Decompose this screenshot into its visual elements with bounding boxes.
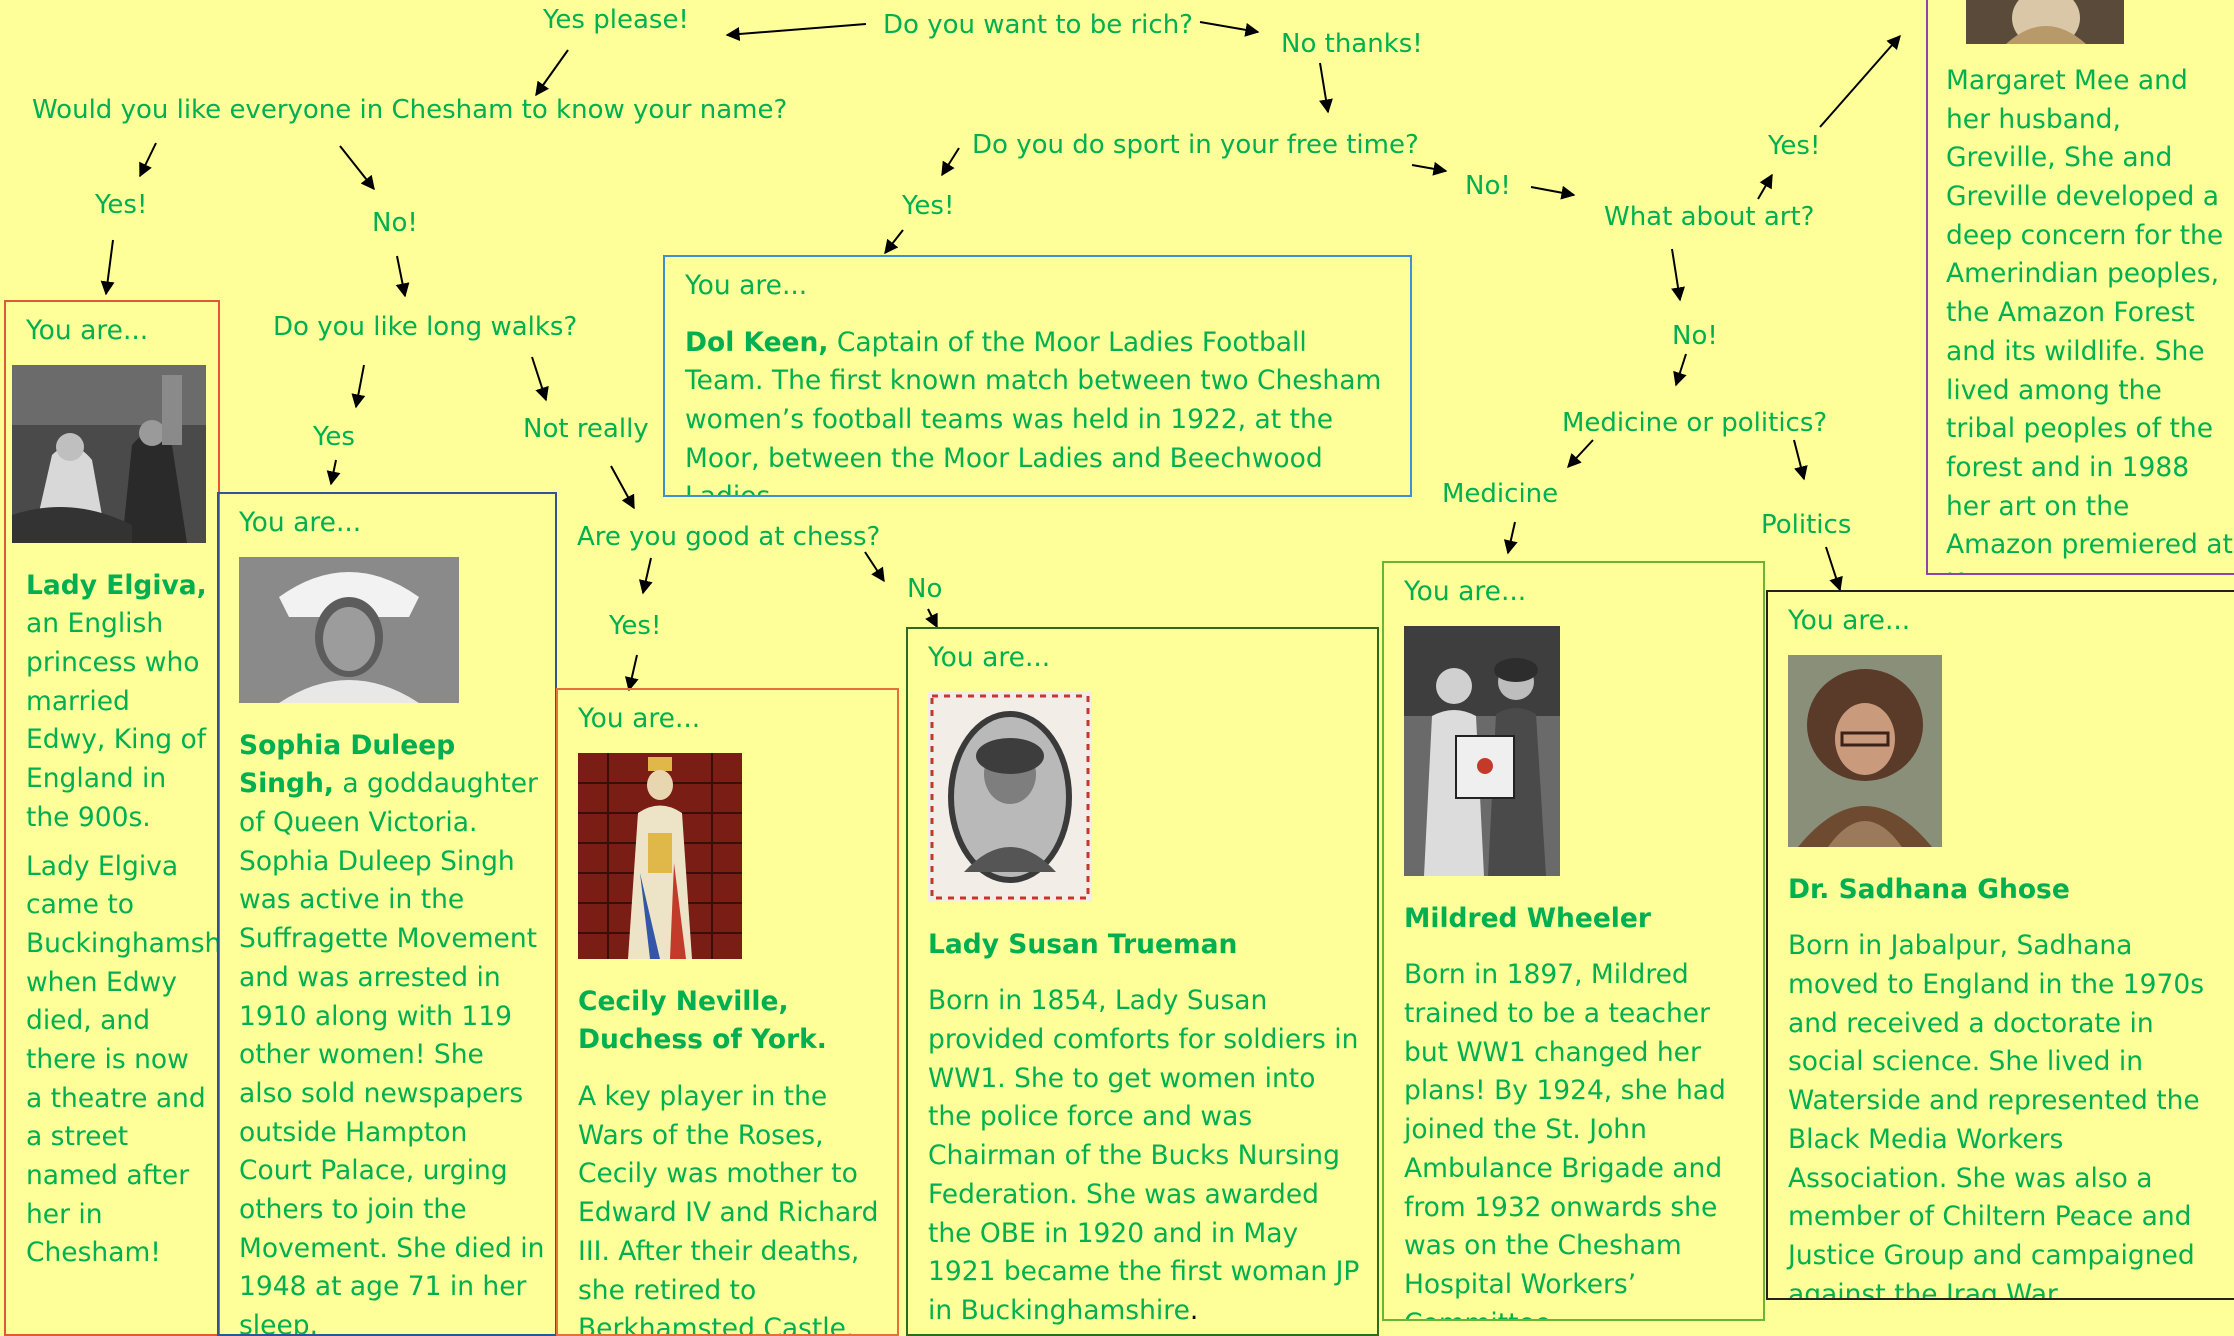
name-cecily: Cecily Neville, Duchess of York.: [578, 985, 827, 1056]
arrow-walks-to-notreally: [531, 356, 549, 402]
bio-mildred: Born in 1897, Mildred trained to be a te…: [1404, 959, 1726, 1319]
arrow-yesplease-to-name: [535, 49, 569, 97]
arrow-medpol-to-politics: [1793, 439, 1808, 481]
answer-art-yes: Yes!: [1768, 131, 1821, 161]
you-are-label: You are...: [578, 703, 701, 734]
answer-chess-no: No: [907, 574, 943, 604]
question-chess: Are you good at chess?: [577, 522, 881, 552]
card-lady-susan-trueman: You are... Lady Susan Trueman Born in 18…: [906, 627, 1379, 1336]
arrow-walksyes-to-sophia: [326, 459, 341, 486]
answer-art-no: No!: [1672, 321, 1718, 351]
bio-cecily: A key player in the Wars of the Roses, C…: [578, 1081, 879, 1336]
question-walks: Do you like long walks?: [273, 312, 578, 342]
arrow-name-to-yes: [139, 142, 157, 178]
answer-yes-please: Yes please!: [543, 5, 689, 35]
answer-name-no: No!: [372, 208, 418, 238]
name-mildred: Mildred Wheeler: [1404, 902, 1651, 934]
question-medicine-politics: Medicine or politics?: [1562, 408, 1828, 438]
arrow-sport-to-no: [1411, 161, 1448, 176]
name-elgiva: Lady Elgiva,: [26, 569, 207, 601]
question-name: Would you like everyone in Chesham to kn…: [32, 95, 788, 125]
arrow-chessyes-to-cecily: [624, 654, 639, 692]
answer-name-yes: Yes!: [95, 190, 148, 220]
portrait-elgiva: [12, 364, 206, 543]
you-are-label: You are...: [1404, 576, 1527, 607]
card-lady-elgiva: You are... Lady Elgiva, an English princ…: [4, 300, 220, 1336]
bio-sophia: a goddaughter of Queen Victoria. Sophia …: [239, 768, 545, 1336]
bio-elgiva-2: Lady Elgiva came to Buckinghamshire when…: [26, 850, 220, 1269]
bio-elgiva-1: an English princess who married Edwy, Ki…: [26, 608, 207, 833]
portrait-susan: [928, 691, 1092, 902]
arrow-chessno-to-susan: [925, 608, 938, 629]
portrait-margaret: [1966, 0, 2124, 44]
answer-sport-no: No!: [1465, 171, 1511, 201]
arrow-rich-to-yes: [725, 23, 867, 41]
answer-chess-yes: Yes!: [609, 611, 662, 641]
bio-margaret: Margaret Mee and her husband, Greville, …: [1946, 65, 2233, 573]
answer-walks-yes: Yes: [313, 422, 355, 452]
card-margaret-mee: Margaret Mee and her husband, Greville, …: [1926, 0, 2234, 575]
portrait-sadhana: [1788, 654, 1942, 847]
arrow-walks-to-yes: [351, 364, 366, 409]
bio-susan: Born in 1854, Lady Susan provided comfor…: [928, 985, 1360, 1326]
portrait-mildred: [1404, 625, 1560, 876]
bio-sadhana: Born in Jabalpur, Sadhana moved to Engla…: [1788, 930, 2205, 1300]
arrow-medicine-to-mildred: [1503, 521, 1518, 555]
card-dr-sadhana-ghose: You are... Dr. Sadhana Ghose Born in Jab…: [1766, 590, 2234, 1300]
card-dol-keen: You are... Dol Keen, Captain of the Moor…: [663, 255, 1412, 497]
answer-walks-not-really: Not really: [523, 414, 649, 444]
answer-medicine: Medicine: [1442, 479, 1559, 509]
arrow-sportno-to-art: [1530, 185, 1576, 200]
you-are-label: You are...: [1788, 605, 1911, 636]
name-susan: Lady Susan Trueman: [928, 928, 1238, 960]
you-are-label: You are...: [928, 642, 1051, 673]
arrow-nameno-to-walks: [395, 255, 410, 298]
arrow-rich-to-no: [1199, 21, 1260, 37]
card-cecily-neville: You are... Cecily Neville, Duchess of Yo…: [556, 688, 899, 1336]
arrow-chess-to-yes: [638, 557, 653, 595]
question-rich: Do you want to be rich?: [883, 10, 1193, 40]
question-sport: Do you do sport in your free time?: [972, 130, 1419, 160]
card-sophia-duleep-singh: You are... Sophia Duleep Singh, a goddau…: [217, 492, 557, 1336]
arrow-nameyes-to-elgiva: [100, 239, 115, 296]
arrow-politics-to-sadhana: [1825, 546, 1843, 592]
name-sadhana: Dr. Sadhana Ghose: [1788, 873, 2070, 905]
you-are-label: You are...: [26, 315, 149, 346]
name-dol-keen: Dol Keen,: [685, 326, 829, 358]
arrow-nothanks-to-sport: [1319, 62, 1333, 114]
you-are-label: You are...: [685, 270, 808, 301]
question-art: What about art?: [1604, 202, 1815, 232]
arrow-art-to-no: [1671, 248, 1685, 302]
answer-politics: Politics: [1761, 510, 1852, 540]
bio-susan-period: .: [1189, 1294, 1199, 1326]
bio-dol-keen: Captain of the Moor Ladies Football Team…: [685, 326, 1382, 497]
answer-no-thanks: No thanks!: [1281, 29, 1423, 59]
arrow-artyes-to-margaret: [1819, 34, 1901, 128]
portrait-sophia: [239, 556, 459, 703]
arrow-notreally-to-chess: [610, 465, 635, 510]
arrow-artno-to-medpol: [1673, 353, 1687, 387]
card-mildred-wheeler: You are... Mildred Wheeler Born in 1897,…: [1382, 561, 1765, 1321]
arrow-sport-to-yes: [941, 147, 960, 177]
answer-sport-yes: Yes!: [902, 191, 955, 221]
arrow-sportyes-to-dol: [884, 229, 904, 255]
name-sophia: Sophia Duleep Singh,: [239, 729, 456, 800]
arrow-name-to-no: [339, 145, 375, 191]
portrait-cecily: [578, 752, 742, 959]
arrow-medpol-to-medicine: [1567, 439, 1594, 469]
you-are-label: You are...: [239, 507, 362, 538]
arrow-art-to-yes: [1757, 173, 1773, 200]
arrow-chess-to-no: [864, 551, 885, 583]
